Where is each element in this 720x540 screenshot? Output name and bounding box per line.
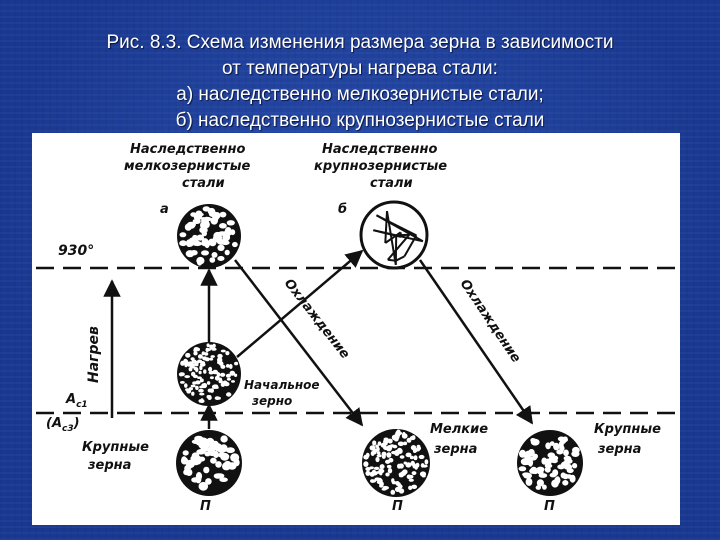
coarse-left-line-1: Крупные <box>82 440 149 455</box>
cooling-label-2: Охлаждение <box>457 277 524 366</box>
grain-bottom-left <box>176 430 242 496</box>
initial-grain-line-2: зерно <box>251 394 292 408</box>
title-line-2: от температуры нагрева стали: <box>222 58 498 79</box>
coarse-left-line-2: зерна <box>87 458 131 473</box>
ac1-sub: c1 <box>76 400 88 410</box>
arrow-initial-to-b <box>236 249 364 358</box>
grain-fine-mid <box>362 429 430 497</box>
col-a-heading-line-2: мелкозернистые <box>124 159 250 174</box>
grain-coarse-b <box>359 200 429 270</box>
coarse-right-line-2: зерна <box>597 442 641 457</box>
ac1-letter: A <box>65 392 76 407</box>
col-a-heading: Наследственно мелкозернистые стали <box>124 142 250 191</box>
fine-mid-line-2: зерна <box>433 442 477 457</box>
col-b-heading: Наследственно крупнозернистые стали <box>314 142 447 191</box>
col-a-heading-line-1: Наследственно <box>130 142 245 157</box>
ac3-label: (Ac3) <box>46 416 80 434</box>
p-label-3: П <box>544 499 555 514</box>
arrow-cooling-a <box>234 259 364 427</box>
col-b-heading-line-2: крупнозернистые <box>314 159 447 174</box>
ac3-close: ) <box>73 416 80 431</box>
title-line-1: Рис. 8.3. Схема изменения размера зерна … <box>106 32 614 53</box>
temperature-930-label: 930° <box>58 243 94 259</box>
initial-grain-line-1: Начальное <box>244 378 320 392</box>
ac3-letter: (A <box>46 416 62 431</box>
col-a-heading-line-3: стали <box>182 176 225 191</box>
col-b-heading-line-1: Наследственно <box>322 142 437 157</box>
heating-axis-label: Нагрев <box>86 326 102 383</box>
title-line-4: б) наследственно крупнозернистые стали <box>175 110 545 131</box>
coarse-right-line-1: Крупные <box>594 422 661 437</box>
label-b: б <box>338 202 347 217</box>
p-label-2: П <box>392 499 403 514</box>
ac3-sub: c3 <box>62 424 74 434</box>
grain-coarse-right <box>517 430 583 496</box>
slide-title: Рис. 8.3. Схема изменения размера зерна … <box>20 30 700 134</box>
ac1-label: Ac1 <box>65 392 88 410</box>
arrow-cooling-b <box>418 259 534 425</box>
grain-initial <box>177 342 241 406</box>
col-b-heading-line-3: стали <box>370 176 413 191</box>
diagram-svg: Нагрев Наследственно мелкозернистые стал… <box>36 142 676 514</box>
grain-fine-a <box>177 204 241 268</box>
label-a: а <box>160 202 169 217</box>
fine-mid-line-1: Мелкие <box>430 422 488 437</box>
grain-diagram: Нагрев Наследственно мелкозернистые стал… <box>32 133 680 525</box>
p-label-1: П <box>200 499 211 514</box>
title-line-3: а) наследственно мелкозернистые стали; <box>176 84 544 105</box>
